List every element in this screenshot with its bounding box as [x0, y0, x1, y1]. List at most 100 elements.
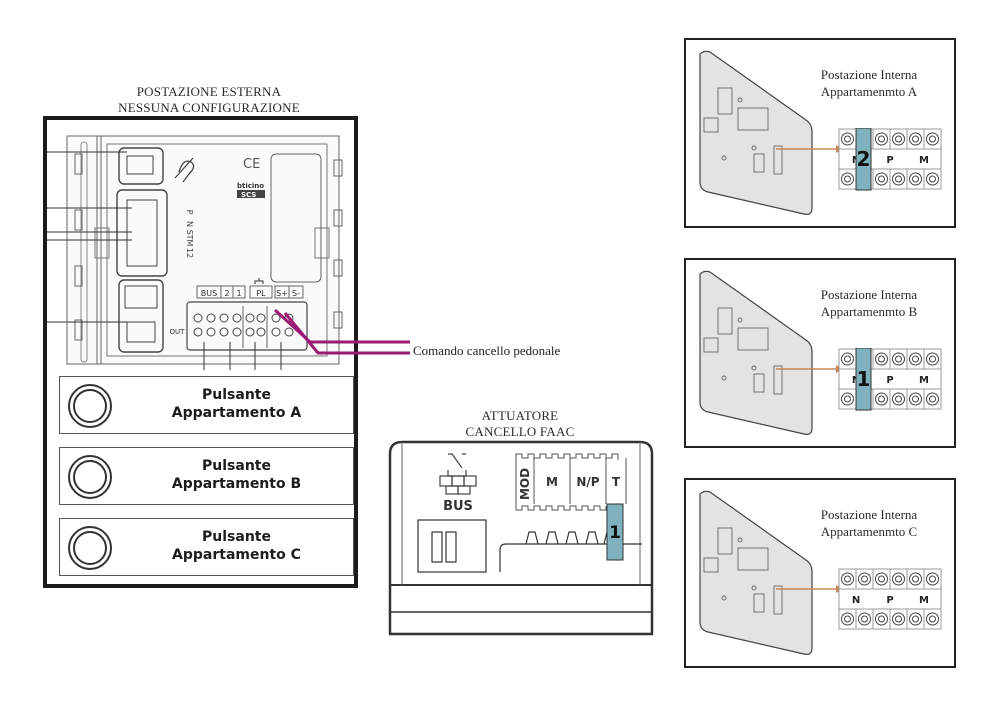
terminal-screw-icon — [923, 568, 942, 590]
config-label-p: P — [185, 210, 194, 215]
slot-label-p: P — [886, 595, 893, 606]
push-button-apartment-a[interactable]: Pulsante Appartamento A — [59, 376, 354, 434]
internal-station-title-line2: Appartamenmto B — [820, 304, 918, 319]
slot-label-m: M — [919, 155, 929, 166]
configurator[interactable]: 1 — [855, 348, 872, 411]
internal-station-title: Postazione Interna Appartamenmto B — [804, 286, 934, 320]
hearing-loop-icon — [174, 157, 195, 183]
terminal-screw-icon — [923, 348, 942, 370]
internal-station-title-line1: Postazione Interna — [820, 287, 918, 302]
internal-station-title-line1: Postazione Interna — [820, 67, 918, 82]
terminal-label-s-minus: S- — [292, 289, 300, 298]
handset-device-drawing — [699, 490, 813, 655]
terminal-label-2: 2 — [224, 289, 229, 298]
arrow-icon — [776, 145, 844, 153]
actuator-slot-mod: MOD — [518, 468, 532, 500]
terminal-screw-icon — [872, 168, 891, 190]
config-label-12: 12 — [185, 248, 194, 258]
terminal-screw-icon — [838, 168, 857, 190]
terminal-screw-icon — [838, 608, 857, 630]
terminal-screw-icon — [872, 608, 891, 630]
svg-text:SCS: SCS — [241, 191, 256, 199]
push-button-apartment-c[interactable]: Pulsante Appartamento C — [59, 518, 354, 576]
actuator-title: ATTUATORE CANCELLO FAAC — [440, 408, 600, 440]
push-button-label: Pulsante Appartamento B — [171, 458, 302, 492]
slot-label-m: M — [919, 595, 929, 606]
configurator[interactable]: 2 — [855, 128, 872, 191]
actuator-slot-t: T — [612, 475, 621, 489]
terminal-label-bus: BUS — [201, 289, 217, 298]
terminal-screw-icon — [923, 388, 942, 410]
actuator-slot-np: N/P — [576, 475, 599, 489]
terminal-screw-icon — [906, 608, 925, 630]
terminal-screw-icon — [838, 388, 857, 410]
internal-station-panel-a: Postazione Interna Appartamenmto A NPM2 — [684, 38, 956, 228]
actuator-bus-label: BUS — [443, 499, 473, 514]
arrow-icon — [776, 365, 844, 373]
terminal-screw-icon — [872, 388, 891, 410]
slot-label-m: M — [919, 375, 929, 386]
terminal-screw-icon — [889, 568, 908, 590]
terminal-screw-icon — [906, 168, 925, 190]
terminal-label-s-plus: S+ — [276, 289, 288, 298]
terminal-label-1: 1 — [236, 289, 241, 298]
wire-s-minus — [283, 312, 410, 355]
terminal-screw-icon — [872, 568, 891, 590]
terminal-screw-icon — [923, 168, 942, 190]
config-label-n: N — [185, 221, 194, 227]
internal-station-title: Postazione Interna Appartamenmto A — [804, 66, 934, 100]
terminal-screw-icon — [838, 128, 857, 150]
arrow-icon — [776, 585, 844, 593]
configurator-value: 2 — [857, 147, 871, 171]
terminal-screw-icon — [838, 568, 857, 590]
ce-mark-icon: CE — [243, 157, 260, 172]
push-button-circle[interactable] — [68, 526, 112, 570]
actuator-configurator[interactable]: 1 — [606, 503, 624, 561]
terminal-screw-icon — [889, 388, 908, 410]
slot-label-p: P — [886, 375, 893, 386]
internal-station-title-line2: Appartamenmto C — [820, 524, 918, 539]
terminal-screw-icon — [872, 128, 891, 150]
configurator-socket: NPM2 — [838, 128, 942, 191]
push-button-apartment-b[interactable]: Pulsante Appartamento B — [59, 447, 354, 505]
terminal-screw-icon — [889, 348, 908, 370]
terminal-label-pl: PL — [256, 289, 266, 298]
actuator-title-line1: ATTUATORE — [481, 408, 559, 423]
terminal-screw-icon — [923, 608, 942, 630]
terminal-screw-icon — [855, 608, 874, 630]
terminal-screw-icon — [872, 348, 891, 370]
terminal-screw-icon — [923, 128, 942, 150]
actuator-title-line2: CANCELLO FAAC — [465, 424, 575, 439]
handset-device-drawing — [699, 270, 813, 435]
terminal-screw-icon — [889, 608, 908, 630]
door-lock-icon — [254, 278, 264, 284]
gate-command-label: Comando cancello pedonale — [413, 343, 561, 358]
push-button-label: Pulsante Appartamento A — [171, 387, 302, 421]
configurator-socket: NPM1 — [838, 348, 942, 411]
configurator-value: 1 — [857, 367, 871, 391]
handset-device-drawing — [699, 50, 813, 215]
svg-text:bticino: bticino — [237, 182, 264, 190]
faac-actuator: BUS MOD M N/P T 1 — [388, 440, 654, 636]
terminal-screw-icon — [889, 128, 908, 150]
external-station-title-line2: NESSUNA CONFIGURAZIONE — [118, 100, 300, 115]
gate-command-wires — [273, 308, 410, 355]
push-button-circle[interactable] — [68, 455, 112, 499]
bus-relay-icon — [439, 453, 477, 495]
push-button-circle[interactable] — [68, 384, 112, 428]
internal-station-title-line2: Appartamenmto A — [820, 84, 918, 99]
brand-logo: bticino SCS — [237, 182, 265, 199]
config-label-stm: STM — [185, 230, 194, 247]
out-label: OUT — [170, 328, 186, 336]
external-station-title: POSTAZIONE ESTERNA NESSUNA CONFIGURAZION… — [100, 84, 318, 116]
actuator-slot-m: M — [546, 475, 558, 489]
terminal-screw-icon — [906, 348, 925, 370]
terminal-screw-icon — [855, 568, 874, 590]
terminal-screw-icon — [838, 348, 857, 370]
external-station-title-line1: POSTAZIONE ESTERNA — [136, 84, 282, 99]
push-button-label: Pulsante Appartamento C — [172, 529, 301, 563]
internal-station-title-line1: Postazione Interna — [820, 507, 918, 522]
terminal-screw-icon — [889, 168, 908, 190]
